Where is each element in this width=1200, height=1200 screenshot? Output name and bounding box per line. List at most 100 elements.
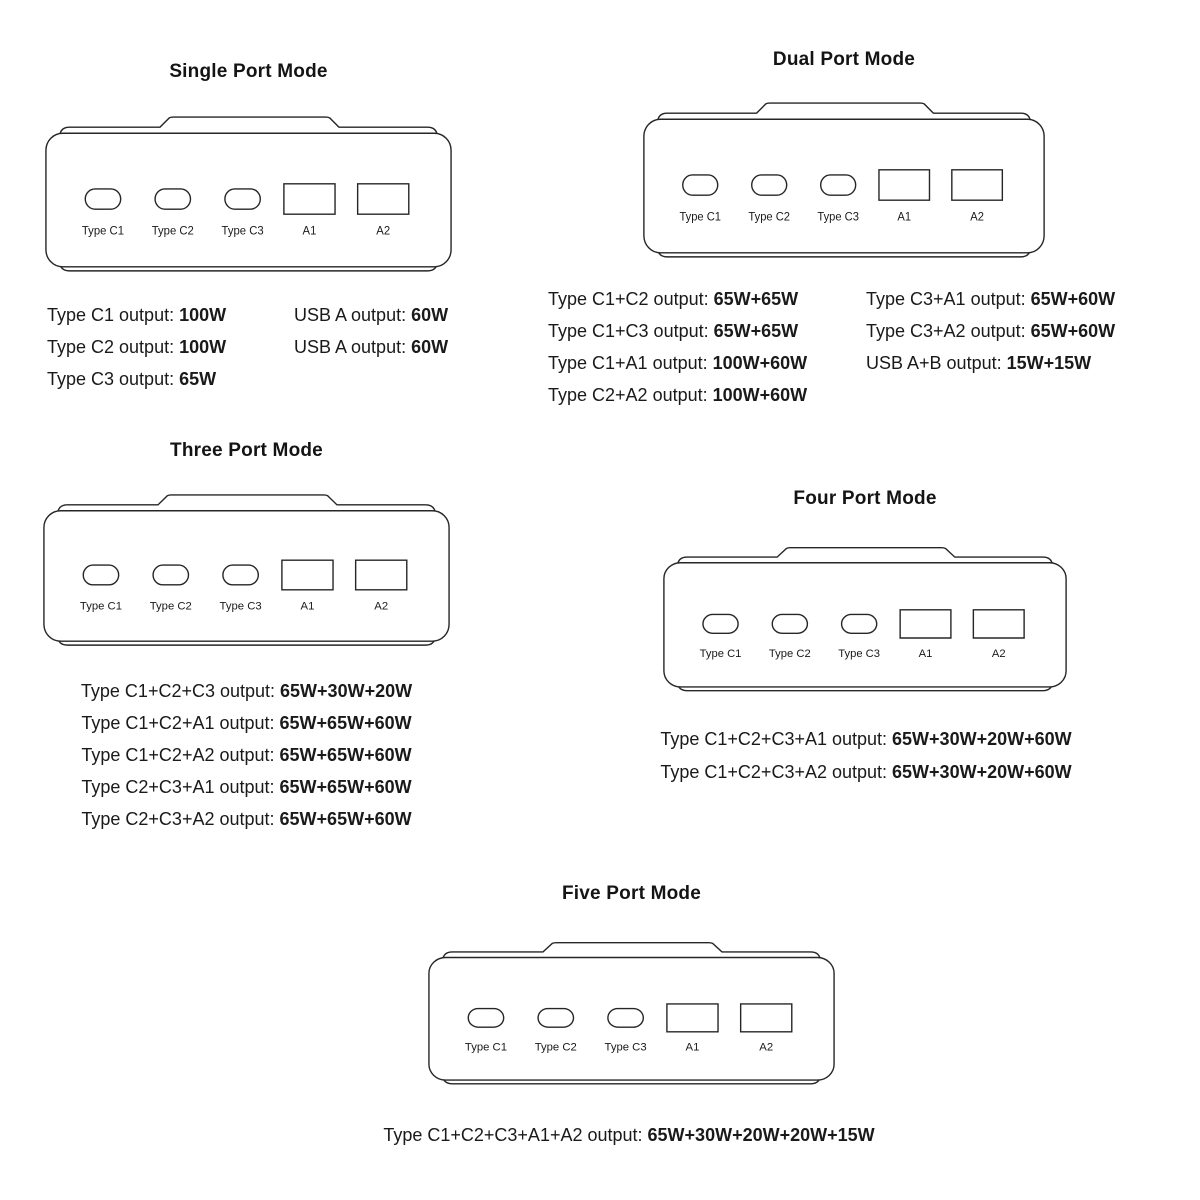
output-line: Type C1+C2+C3 output:65W+30W+20W <box>20 675 473 707</box>
usb-a1-port-icon <box>900 610 951 638</box>
port-label-c3: Type C3 <box>817 211 859 223</box>
usb-c3-port-icon <box>225 189 260 209</box>
four-outputs-list: Type C1+C2+C3+A1 output:65W+30W+20W+60W … <box>600 723 1132 789</box>
output-label: Type C1+C2+A2 output: <box>81 745 275 765</box>
output-line: Type C1 output:100W <box>47 299 226 331</box>
port-label-a2: A2 <box>374 601 388 613</box>
output-line: Type C1+C2+A2 output:65W+65W+60W <box>20 739 473 771</box>
port-label-c3: Type C3 <box>222 225 264 237</box>
usb-c3-port-icon <box>821 175 856 195</box>
usb-a2-port-icon <box>952 170 1003 200</box>
output-line: Type C1+C3 output:65W+65W <box>548 315 807 347</box>
dual-outputs-column-2: Type C3+A1 output:65W+60W Type C3+A2 out… <box>866 283 1115 379</box>
port-label-a1: A1 <box>897 211 911 223</box>
output-value: 65W+65W <box>713 321 799 341</box>
output-label: USB A output: <box>294 337 407 357</box>
output-value: 65W+65W+60W <box>279 809 412 829</box>
usb-c2-port-icon <box>752 175 787 195</box>
device-diagram-three: Type C1 Type C2 Type C3 A1 A2 <box>40 490 453 656</box>
output-label: Type C3 output: <box>47 369 175 389</box>
usb-c1-port-icon <box>85 189 120 209</box>
port-label-a1: A1 <box>919 648 933 660</box>
output-label: Type C3+A1 output: <box>866 289 1026 309</box>
device-diagram-four: Type C1 Type C2 Type C3 A1 A2 <box>660 543 1070 701</box>
usb-a2-port-icon <box>356 560 407 590</box>
charger-device-drawing: Type C1 Type C2 Type C3 A1 A2 <box>640 98 1048 268</box>
output-line: Type C3+A1 output:65W+60W <box>866 283 1115 315</box>
port-label-a1: A1 <box>303 225 317 237</box>
output-label: Type C1+C2 output: <box>548 289 709 309</box>
output-label: Type C1+C2+C3+A1+A2 output: <box>383 1125 643 1145</box>
output-line: Type C3 output:65W <box>47 363 226 395</box>
output-value: 65W+30W+20W+60W <box>892 729 1072 749</box>
output-line: Type C2+A2 output:100W+60W <box>548 379 807 411</box>
port-label-c2: Type C2 <box>535 1042 577 1054</box>
usb-c2-port-icon <box>153 565 188 585</box>
output-label: Type C2+C3+A1 output: <box>81 777 275 797</box>
port-label-c1: Type C1 <box>82 225 124 237</box>
port-label-a2: A2 <box>376 225 390 237</box>
usb-a2-port-icon <box>741 1004 792 1032</box>
usb-c2-port-icon <box>155 189 190 209</box>
charger-device-drawing: Type C1 Type C2 Type C3 A1 A2 <box>660 543 1070 701</box>
output-line: Type C2+C3+A1 output:65W+65W+60W <box>20 771 473 803</box>
port-label-c1: Type C1 <box>700 648 742 660</box>
output-label: Type C1+C2+C3+A1 output: <box>660 729 888 749</box>
output-label: Type C3+A2 output: <box>866 321 1026 341</box>
usb-c2-port-icon <box>772 614 807 633</box>
port-label-c1: Type C1 <box>465 1042 507 1054</box>
charger-device-drawing: Type C1 Type C2 Type C3 A1 A2 <box>425 938 838 1094</box>
output-line: Type C2+C3+A2 output:65W+65W+60W <box>20 803 473 835</box>
output-value: 65W+65W <box>713 289 799 309</box>
port-label-c3: Type C3 <box>220 601 262 613</box>
output-label: Type C1+C3 output: <box>548 321 709 341</box>
port-label-c2: Type C2 <box>150 601 192 613</box>
output-label: Type C2+C3+A2 output: <box>81 809 275 829</box>
output-line: Type C1+C2 output:65W+65W <box>548 283 807 315</box>
usb-c1-port-icon <box>703 614 738 633</box>
three-outputs-list: Type C1+C2+C3 output:65W+30W+20W Type C1… <box>20 675 473 835</box>
output-line: Type C1+C2+C3+A2 output:65W+30W+20W+60W <box>600 756 1132 789</box>
output-line: Type C1+C2+C3+A1+A2 output:65W+30W+20W+2… <box>328 1119 930 1151</box>
output-value: 100W <box>179 337 227 357</box>
usb-a1-port-icon <box>282 560 333 590</box>
usb-c1-port-icon <box>83 565 118 585</box>
output-value: 60W <box>411 337 449 357</box>
output-value: 15W+15W <box>1006 353 1092 373</box>
output-value: 65W+30W+20W <box>280 681 413 701</box>
usb-c3-port-icon <box>223 565 258 585</box>
output-label: Type C1+C2+C3+A2 output: <box>660 762 888 782</box>
port-label-a1: A1 <box>301 601 315 613</box>
section-title-four: Four Port Mode <box>793 488 937 509</box>
five-outputs-list: Type C1+C2+C3+A1+A2 output:65W+30W+20W+2… <box>328 1119 930 1151</box>
dual-outputs-column-1: Type C1+C2 output:65W+65W Type C1+C3 out… <box>548 283 807 411</box>
output-value: 100W+60W <box>712 353 808 373</box>
output-value: 65W+65W+60W <box>279 713 412 733</box>
usb-c3-port-icon <box>608 1009 643 1028</box>
output-label: USB A+B output: <box>866 353 1002 373</box>
output-label: Type C1 output: <box>47 305 175 325</box>
output-value: 60W <box>411 305 449 325</box>
usb-a2-port-icon <box>973 610 1024 638</box>
section-title-single: Single Port Mode <box>169 61 328 82</box>
single-outputs-column-1: Type C1 output:100W Type C2 output:100W … <box>47 299 226 395</box>
port-label-c3: Type C3 <box>605 1042 647 1054</box>
output-line: Type C3+A2 output:65W+60W <box>866 315 1115 347</box>
output-value: 65W+65W+60W <box>279 777 412 797</box>
section-title-five: Five Port Mode <box>562 883 701 904</box>
output-line: Type C2 output:100W <box>47 331 226 363</box>
output-value: 65W+30W+20W+20W+15W <box>647 1125 875 1145</box>
port-label-c1: Type C1 <box>80 601 122 613</box>
device-diagram-dual: Type C1 Type C2 Type C3 A1 A2 <box>640 98 1048 268</box>
usb-c1-port-icon <box>683 175 718 195</box>
port-label-a2: A2 <box>759 1042 773 1054</box>
usb-a1-port-icon <box>284 184 335 214</box>
output-value: 65W+60W <box>1030 321 1116 341</box>
output-label: Type C1+C2+C3 output: <box>80 681 276 701</box>
output-line: Type C1+C2+A1 output:65W+65W+60W <box>20 707 473 739</box>
port-label-a2: A2 <box>992 648 1006 660</box>
output-value: 65W+65W+60W <box>279 745 412 765</box>
port-label-c1: Type C1 <box>679 211 721 223</box>
section-title-three: Three Port Mode <box>170 440 323 461</box>
single-outputs-column-2: USB A output:60W USB A output:60W <box>294 299 448 363</box>
